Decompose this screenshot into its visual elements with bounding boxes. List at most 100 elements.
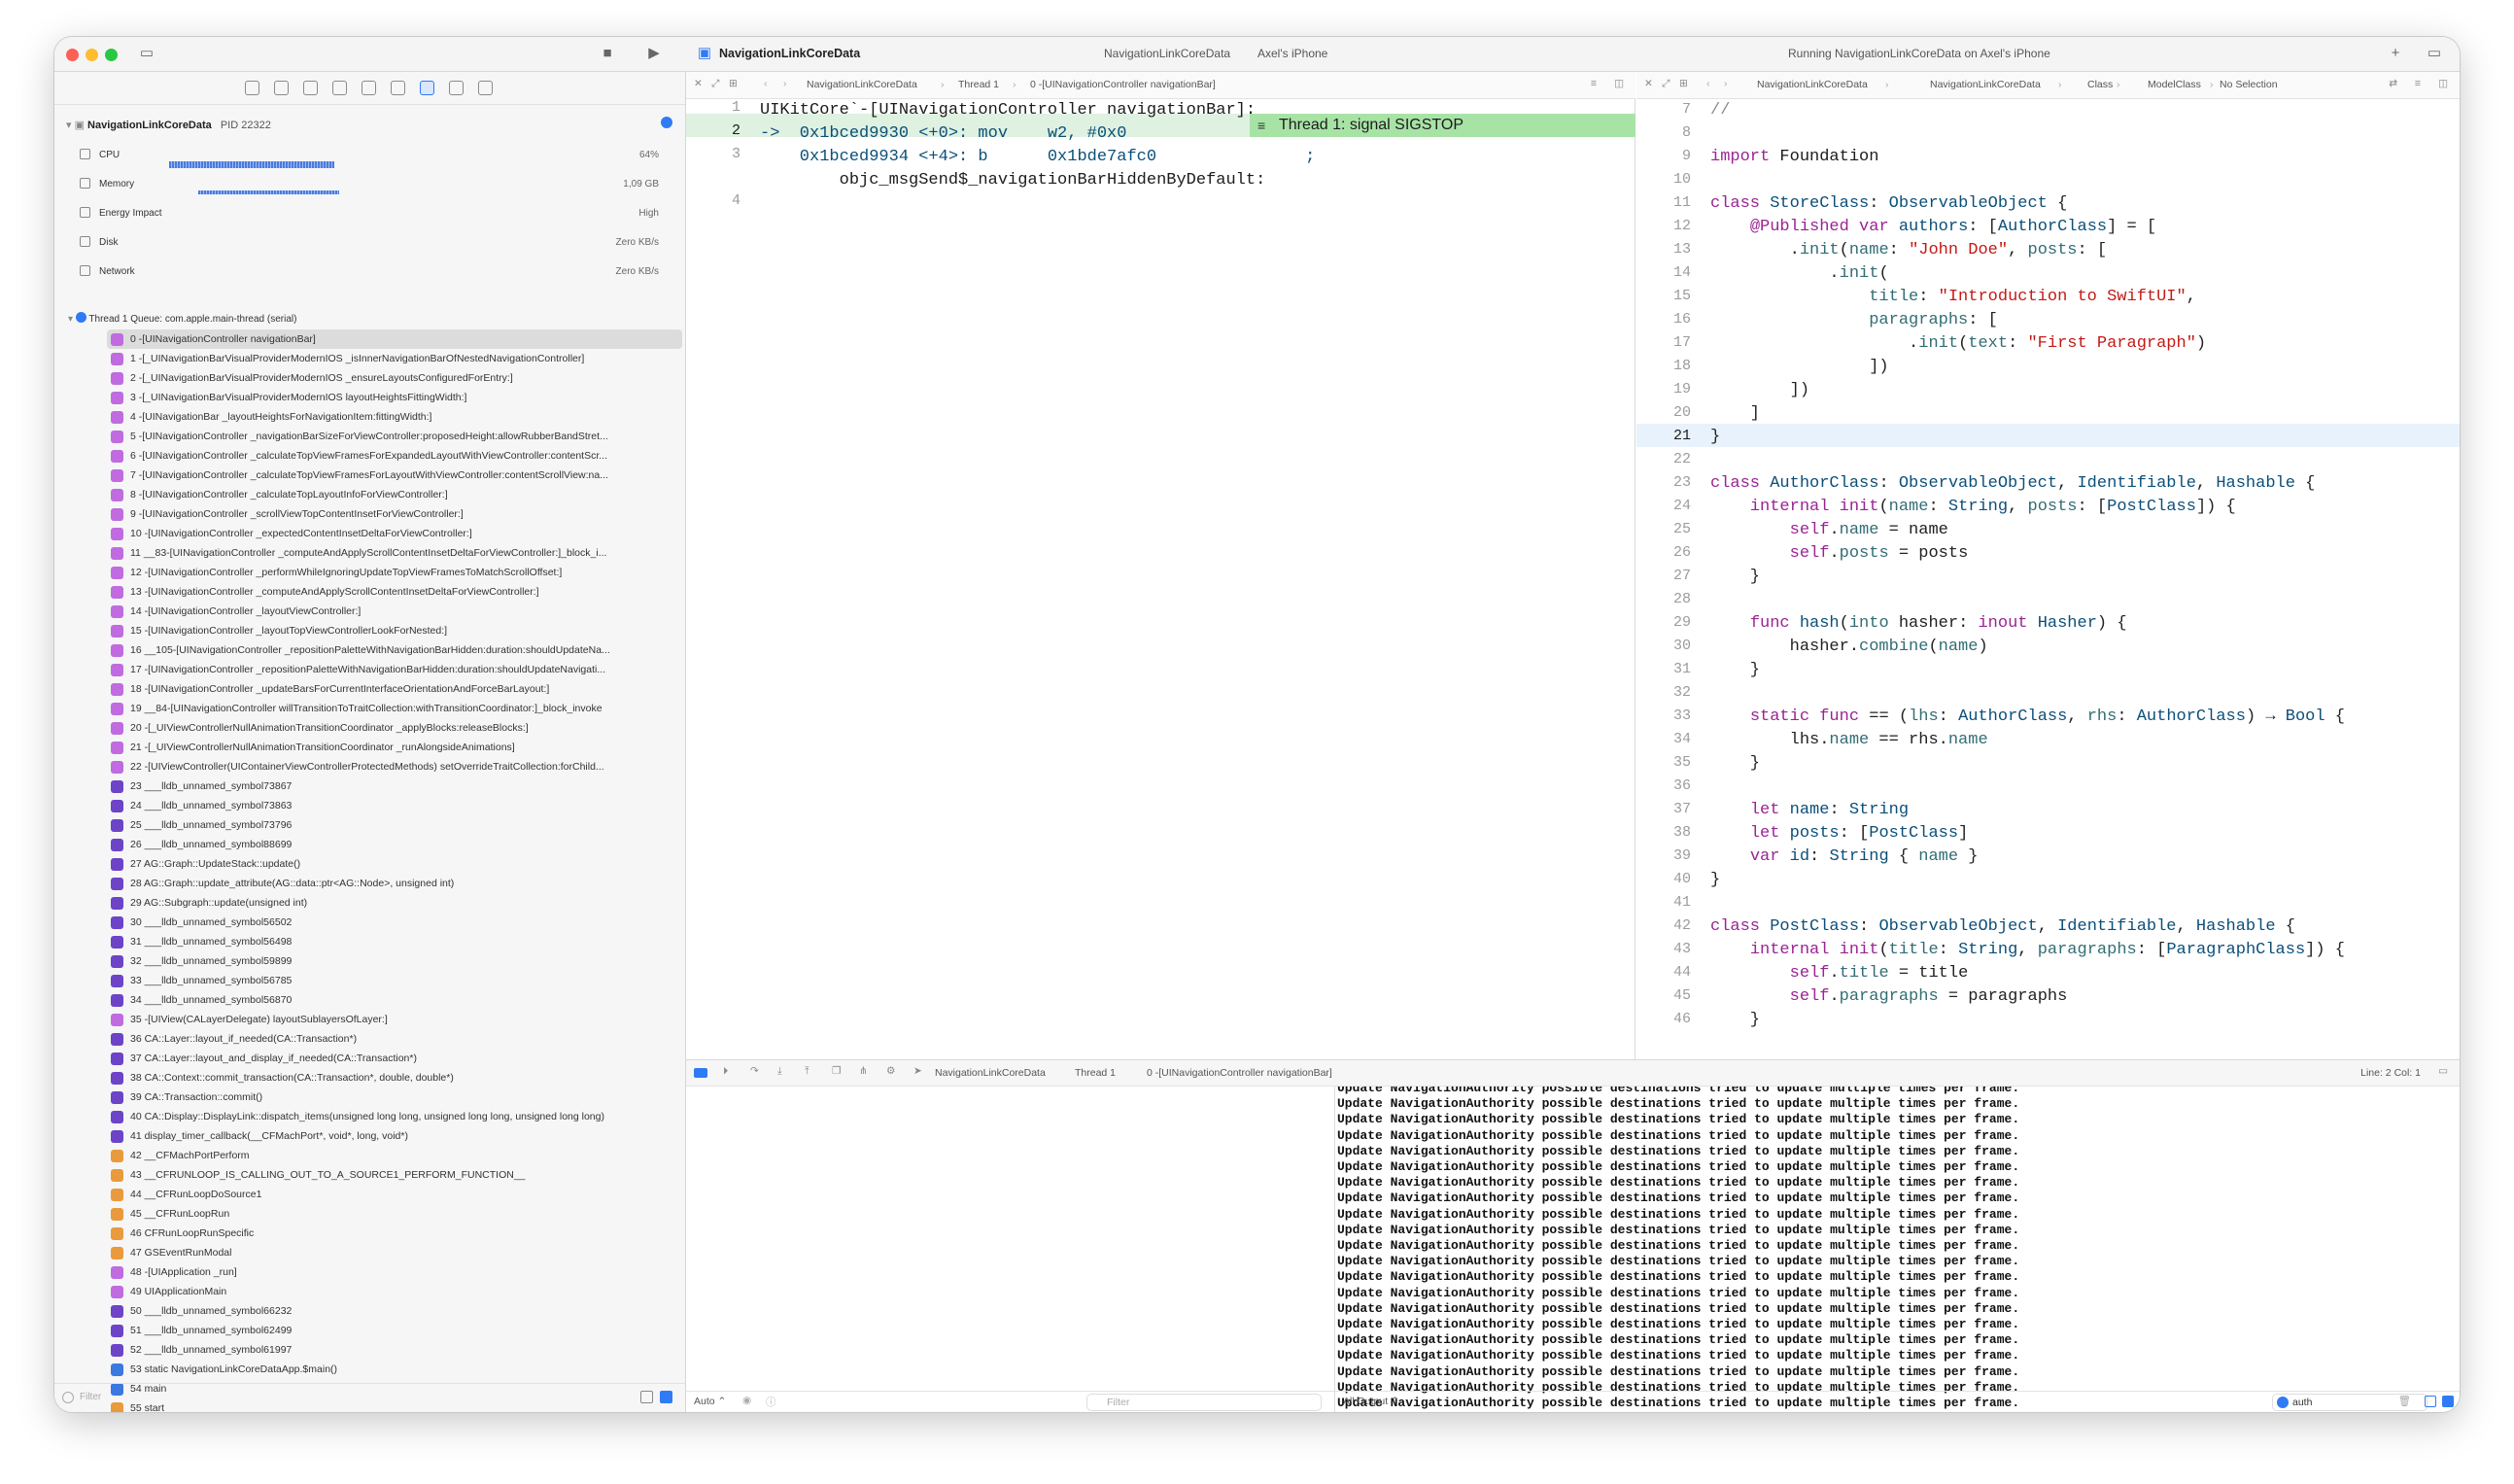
gauge-energy[interactable]: Energy Impact High — [76, 202, 669, 229]
gauge-cpu[interactable]: CPU 64% — [76, 144, 669, 171]
minimap-icon[interactable]: ≡ — [2414, 78, 2421, 89]
stack-frame[interactable]: 47 GSEventRunModal — [107, 1243, 682, 1262]
debug-icon[interactable] — [420, 81, 434, 95]
info-icon[interactable]: ⓘ — [766, 1397, 776, 1408]
stack-frame[interactable]: 9 -[UINavigationController _scrollViewTo… — [107, 504, 682, 524]
stack-frame[interactable]: 48 -[UIApplication _run] — [107, 1262, 682, 1282]
stack-frame[interactable]: 37 CA::Layer::layout_and_display_if_need… — [107, 1049, 682, 1068]
gauge-disk[interactable]: Disk Zero KB/s — [76, 231, 669, 259]
stack-frame[interactable]: 3 -[_UINavigationBarVisualProviderModern… — [107, 388, 682, 407]
stack-frame[interactable]: 0 -[UINavigationController navigationBar… — [107, 329, 682, 349]
stack-frame[interactable]: 18 -[UINavigationController _updateBarsF… — [107, 679, 682, 699]
stack-frame[interactable]: 29 AG::Subgraph::update(unsigned int) — [107, 893, 682, 913]
jumpbar-crumb[interactable]: Class — [2087, 79, 2114, 90]
filter-active-icon[interactable] — [661, 117, 672, 128]
stack-frame[interactable]: 5 -[UINavigationController _navigationBa… — [107, 427, 682, 446]
debug-crumb[interactable]: Thread 1 — [1075, 1067, 1117, 1079]
step-over-icon[interactable]: ↷ — [750, 1065, 759, 1077]
filter-crashed-icon[interactable] — [660, 1391, 672, 1403]
variables-view[interactable] — [686, 1087, 1335, 1412]
stack-frame[interactable]: 32 ___lldb_unnamed_symbol59899 — [107, 951, 682, 971]
breakpoints-toggle-icon[interactable] — [694, 1068, 707, 1078]
expand-icon[interactable]: ⤢ — [711, 78, 720, 89]
jumpbar-crumb[interactable]: 0 -[UINavigationController navigationBar… — [1030, 79, 1216, 90]
test-icon[interactable] — [391, 81, 405, 95]
jumpbar-crumb[interactable]: NavigationLinkCoreData — [1930, 79, 2041, 90]
stack-frame[interactable]: 16 __105-[UINavigationController _reposi… — [107, 640, 682, 660]
stack-frame[interactable]: 39 CA::Transaction::commit() — [107, 1087, 682, 1107]
folder-icon[interactable] — [245, 81, 259, 95]
close-editor-icon[interactable]: ✕ — [1644, 78, 1653, 89]
variables-filter-input[interactable]: Filter — [1086, 1394, 1322, 1411]
stop-icon[interactable]: ■ — [603, 45, 612, 61]
stack-frame[interactable]: 4 -[UINavigationBar _layoutHeightsForNav… — [107, 407, 682, 427]
sidebar-toggle-icon[interactable]: ▭ — [139, 45, 155, 61]
stack-frame[interactable]: 2 -[_UINavigationBarVisualProviderModern… — [107, 368, 682, 388]
stack-frame[interactable]: 45 __CFRunLoopRun — [107, 1204, 682, 1224]
console-search-input[interactable]: auth — [2272, 1394, 2428, 1411]
jumpbar-crumb[interactable]: Thread 1 — [958, 79, 1000, 90]
forward-icon[interactable]: › — [1724, 78, 1728, 89]
gauge-network[interactable]: Network Zero KB/s — [76, 260, 669, 288]
stack-frame[interactable]: 41 display_timer_callback(__CFMachPort*,… — [107, 1126, 682, 1146]
gauge-memory[interactable]: Memory 1,09 GB — [76, 173, 669, 200]
lldb-prompt[interactable]: (lldb) — [1335, 1411, 2460, 1412]
symbol-icon[interactable] — [303, 81, 318, 95]
stack-frame[interactable]: 50 ___lldb_unnamed_symbol66232 — [107, 1301, 682, 1321]
add-icon[interactable]: + — [2391, 45, 2400, 61]
report-icon[interactable] — [478, 81, 493, 95]
stack-frame[interactable]: 1 -[_UINavigationBarVisualProviderModern… — [107, 349, 682, 368]
back-icon[interactable]: ‹ — [1706, 78, 1710, 89]
stack-frame[interactable]: 31 ___lldb_unnamed_symbol56498 — [107, 932, 682, 951]
stack-frame[interactable]: 52 ___lldb_unnamed_symbol61997 — [107, 1340, 682, 1360]
stack-frame[interactable]: 28 AG::Graph::update_attribute(AG::data:… — [107, 874, 682, 893]
stack-frame[interactable]: 44 __CFRunLoopDoSource1 — [107, 1185, 682, 1204]
stack-frame[interactable]: 43 __CFRUNLOOP_IS_CALLING_OUT_TO_A_SOURC… — [107, 1165, 682, 1185]
environment-icon[interactable]: ⚙ — [886, 1065, 896, 1077]
variables-scope-select[interactable]: Auto ⌃ — [694, 1396, 727, 1407]
stack-frame[interactable]: 34 ___lldb_unnamed_symbol56870 — [107, 990, 682, 1010]
stack-frame[interactable]: 46 CFRunLoopRunSpecific — [107, 1224, 682, 1243]
jumpbar-crumb[interactable]: NavigationLinkCoreData — [807, 79, 917, 90]
view-hierarchy-icon[interactable]: ❐ — [832, 1065, 842, 1077]
jumpbar-crumb[interactable]: No Selection — [2220, 79, 2278, 90]
stack-frame[interactable]: 24 ___lldb_unnamed_symbol73863 — [107, 796, 682, 815]
output-scope-select[interactable]: All Output ⌃ — [1343, 1396, 1399, 1407]
source-control-icon[interactable] — [274, 81, 289, 95]
stack-frame[interactable]: 13 -[UINavigationController _computeAndA… — [107, 582, 682, 602]
stack-frame[interactable]: 6 -[UINavigationController _calculateTop… — [107, 446, 682, 466]
console-output[interactable]: Update NavigationAuthority possible dest… — [1335, 1087, 2460, 1412]
stack-frame[interactable]: 10 -[UINavigationController _expectedCon… — [107, 524, 682, 543]
stack-frame[interactable]: 55 start — [107, 1398, 682, 1412]
stack-frame[interactable]: 38 CA::Context::commit_transaction(CA::T… — [107, 1068, 682, 1087]
console-layout-icon[interactable] — [2442, 1396, 2454, 1407]
minimap-icon[interactable]: ≡ — [1590, 78, 1597, 89]
stack-frame[interactable]: 8 -[UINavigationController _calculateTop… — [107, 485, 682, 504]
stack-frame[interactable]: 21 -[_UIViewControllerNullAnimationTrans… — [107, 738, 682, 757]
expand-icon[interactable]: ⤢ — [1662, 78, 1670, 89]
stack-frame[interactable]: 20 -[_UIViewControllerNullAnimationTrans… — [107, 718, 682, 738]
jumpbar-crumb[interactable]: NavigationLinkCoreData — [1757, 79, 1868, 90]
thread-row[interactable]: ▾ Thread 1 Queue: com.apple.main-thread … — [68, 312, 297, 325]
location-icon[interactable]: ➤ — [913, 1065, 922, 1077]
stack-frame[interactable]: 49 UIApplicationMain — [107, 1282, 682, 1301]
device-selector[interactable]: Axel's iPhone — [1257, 47, 1327, 60]
stack-frame[interactable]: 27 AG::Graph::UpdateStack::update() — [107, 854, 682, 874]
find-icon[interactable] — [332, 81, 347, 95]
back-icon[interactable]: ‹ — [764, 78, 768, 89]
inspector-toggle-icon[interactable]: ▭ — [2427, 45, 2442, 61]
stack-frame[interactable]: 33 ___lldb_unnamed_symbol56785 — [107, 971, 682, 990]
hide-debug-area-icon[interactable]: ▭ — [2438, 1065, 2448, 1077]
memory-graph-icon[interactable]: ⋔ — [859, 1065, 868, 1077]
stack-frame[interactable]: 35 -[UIView(CALayerDelegate) layoutSubla… — [107, 1010, 682, 1029]
stack-frame[interactable]: 26 ___lldb_unnamed_symbol88699 — [107, 835, 682, 854]
split-console-icon[interactable] — [2425, 1396, 2436, 1407]
split-editor-icon[interactable]: ◫ — [2438, 78, 2448, 89]
close-window-button[interactable] — [66, 49, 79, 61]
trash-icon[interactable]: 🗑 — [2397, 1396, 2411, 1407]
scheme-selector[interactable]: NavigationLinkCoreData — [1104, 47, 1230, 60]
stack-frame[interactable]: 12 -[UINavigationController _performWhil… — [107, 563, 682, 582]
stack-frame[interactable]: 17 -[UINavigationController _repositionP… — [107, 660, 682, 679]
split-editor-icon[interactable]: ◫ — [1614, 78, 1624, 89]
